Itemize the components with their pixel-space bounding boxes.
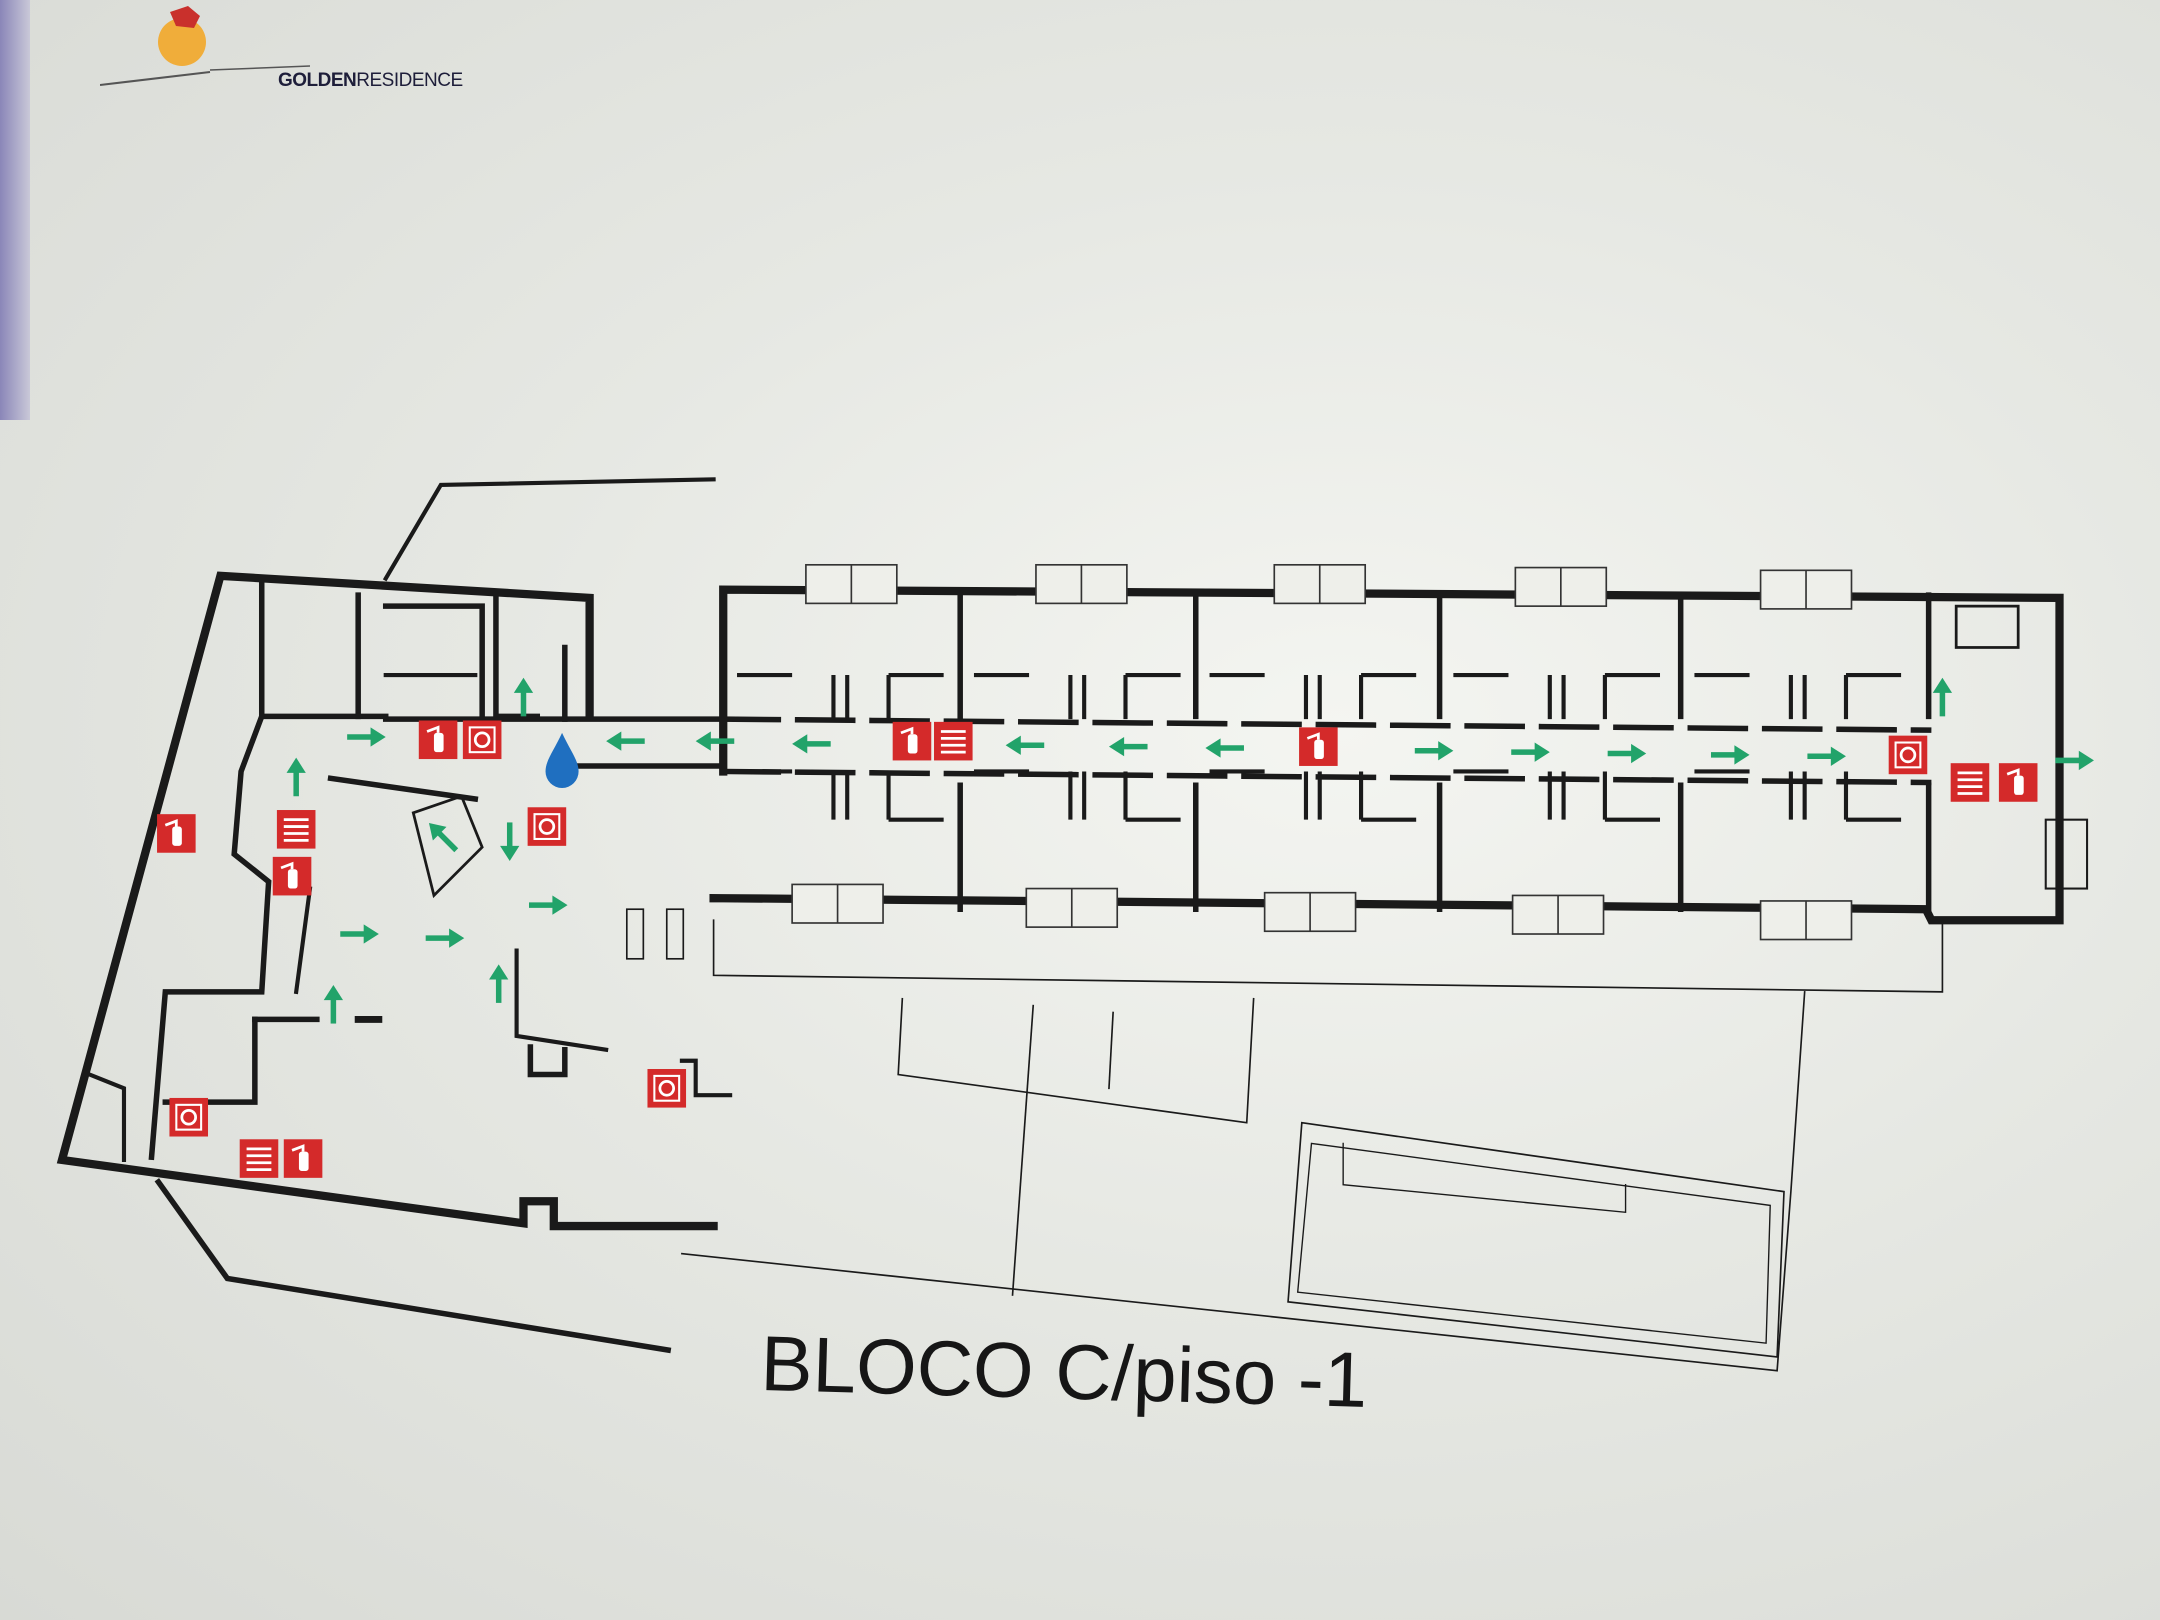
golden-residence-logo: GOLDENRESIDENCE: [99, 0, 463, 100]
fire-extinguisher-icon: [283, 1139, 323, 1178]
evacuation-arrow-icon: [500, 822, 520, 861]
site-line: [382, 477, 716, 582]
evacuation-arrow-icon: [606, 731, 645, 751]
site-outline: [712, 919, 1944, 993]
evacuation-arrow-icon: [1511, 742, 1550, 762]
evacuation-arrow-icon: [347, 727, 386, 747]
evacuation-arrow-icon: [1108, 737, 1148, 757]
site-outline: [897, 997, 1255, 1124]
fire-alarm-icon: [462, 720, 502, 760]
evacuation-arrow-icon: [1932, 677, 1953, 717]
fire-extinguisher-icon: [157, 814, 196, 853]
pool-inner: [1296, 1142, 1771, 1344]
evacuation-arrow-icon: [1005, 735, 1045, 755]
evacuation-arrow-icon: [425, 928, 465, 948]
fire-alarm-icon: [647, 1069, 687, 1108]
left-building-wall: [56, 571, 718, 1231]
evacuation-arrow-icon: [1607, 743, 1647, 764]
fire-alarm-icon: [169, 1097, 209, 1137]
evacuation-arrow-icon: [513, 677, 534, 717]
logo-name-bold: GOLDEN: [278, 70, 357, 91]
fire-hose-icon: [934, 721, 973, 761]
fire-hose-icon: [239, 1139, 279, 1178]
pool: [1287, 1121, 1785, 1358]
fire-extinguisher-icon: [1998, 763, 2038, 802]
logo-mark-icon: [99, 6, 311, 86]
fire-alarm-icon: [527, 807, 567, 846]
fire-hose-icon: [1950, 763, 1990, 802]
evacuation-arrow-icon: [792, 734, 831, 754]
fire-hose-icon: [276, 810, 316, 849]
photo-edge: [0, 0, 30, 420]
evacuation-arrow-icon: [1414, 741, 1454, 761]
logo-text: GOLDENRESIDENCE: [278, 70, 463, 92]
logo-name-light: RESIDENCE: [356, 70, 463, 91]
exit-stair: [2044, 818, 2089, 890]
wing-wall: [709, 585, 2064, 925]
fire-extinguisher-icon: [418, 720, 458, 760]
evacuation-arrow-icon: [340, 924, 379, 944]
stairs: [411, 794, 484, 899]
evacuation-arrow-icon: [1807, 746, 1846, 766]
evacuation-arrow-icon: [428, 822, 459, 853]
evacuation-arrow-icon: [1205, 738, 1244, 758]
water-drop-icon: [545, 732, 579, 788]
evacuation-arrow-icon: [528, 895, 568, 915]
fire-extinguisher-icon: [1299, 727, 1338, 766]
evacuation-arrow-icon: [2055, 750, 2094, 771]
evacuation-arrow-icon: [489, 964, 509, 1003]
plan-title: BLOCO C/piso -1: [759, 1318, 1369, 1424]
evacuation-arrow-icon: [286, 757, 306, 797]
stairs: [1954, 604, 2020, 649]
evacuation-arrow-icon: [1710, 745, 1750, 765]
site-line: [154, 1178, 672, 1354]
evacuation-arrow-icon: [323, 984, 344, 1024]
evacuation-arrow-icon: [695, 731, 735, 751]
fire-extinguisher-icon: [272, 856, 312, 896]
fire-extinguisher-icon: [892, 721, 932, 761]
site-outline: [681, 990, 1806, 1372]
fire-alarm-icon: [1888, 735, 1928, 775]
